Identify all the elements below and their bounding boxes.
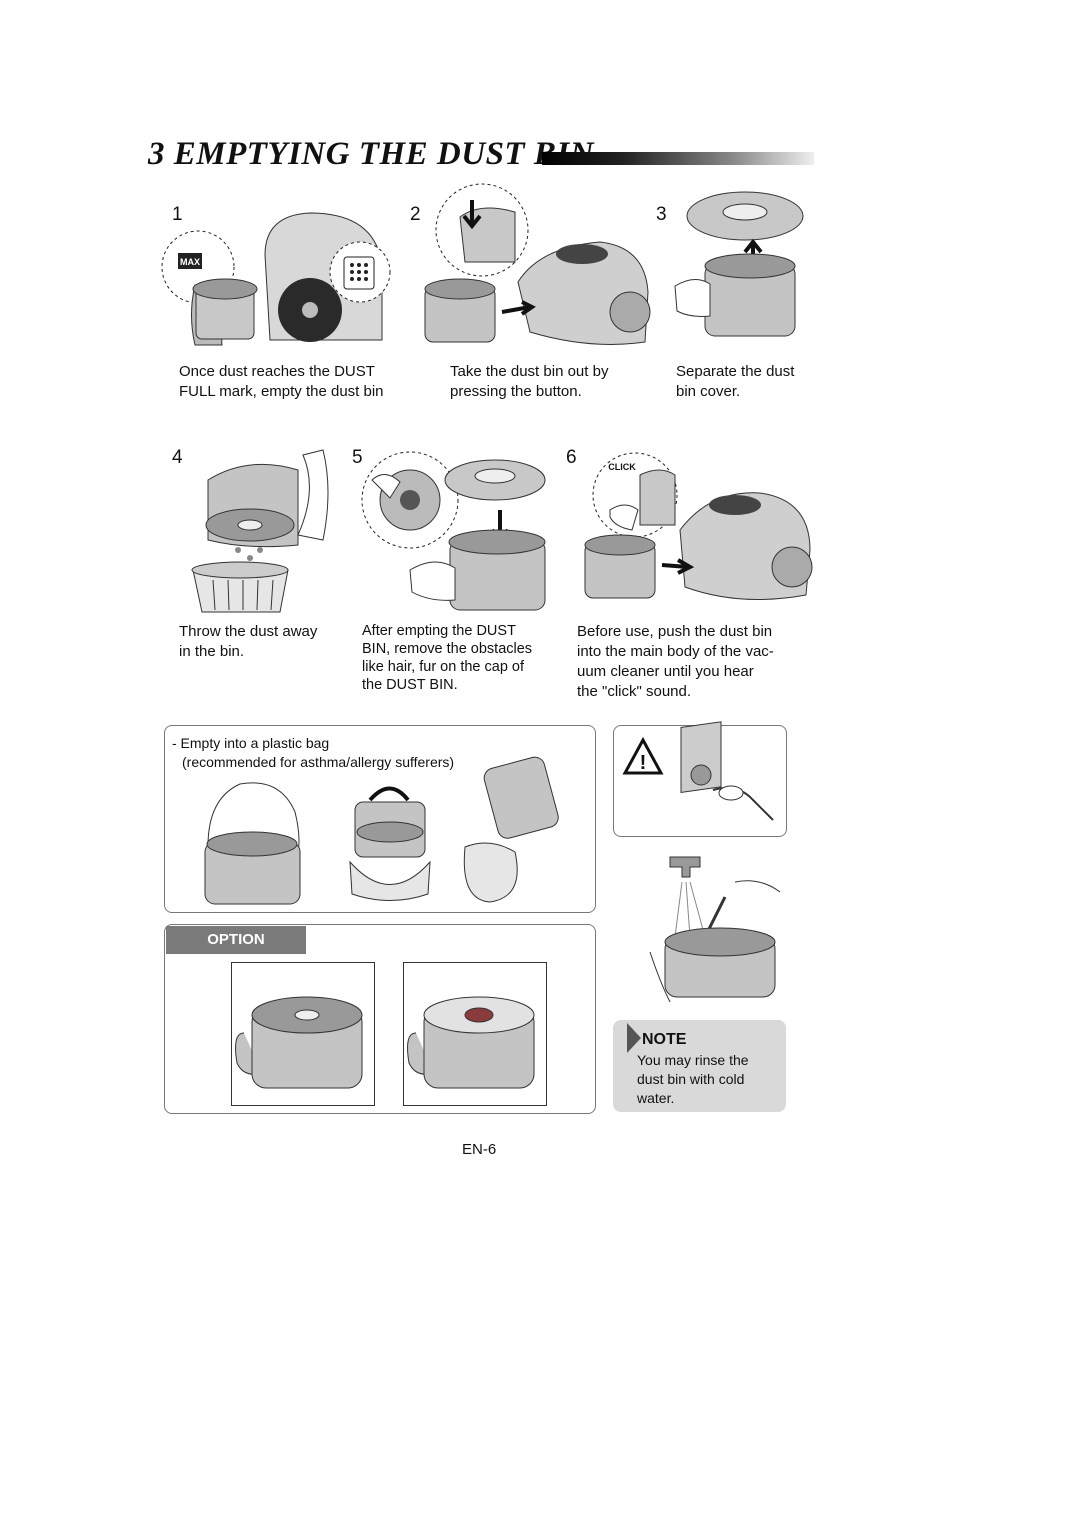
- step-5-number: 5: [352, 447, 363, 468]
- step-6-caption: Before use, push the dust bin into the m…: [577, 623, 774, 700]
- step-3-caption: Separate the dust bin cover.: [676, 363, 795, 400]
- plastic-bag-instructions: - Empty into a plastic bag (recommended …: [172, 734, 454, 772]
- step-2-caption: Take the dust bin out by pressing the bu…: [450, 363, 609, 400]
- option-image-right: [403, 962, 547, 1106]
- step-6-number: 6: [566, 447, 577, 468]
- step-5-illustration: [361, 451, 546, 611]
- option-image-left: [231, 962, 375, 1106]
- step-4-illustration: [191, 449, 329, 613]
- title-gradient-bar: [542, 152, 814, 165]
- plastic-bag-line-2: (recommended for asthma/allergy sufferer…: [182, 754, 455, 770]
- section-title: EMPTYING THE DUST BIN: [173, 136, 595, 172]
- page-number: EN-6: [462, 1141, 497, 1158]
- dust-bin-icon: [235, 996, 363, 1089]
- note-text: You may rinse the dust bin with cold wat…: [637, 1052, 749, 1106]
- option-tab: OPTION: [166, 926, 306, 954]
- note-box: [613, 1020, 786, 1112]
- dust-bin-filter-icon: [407, 996, 535, 1089]
- note-arrow-icon: [627, 1023, 641, 1053]
- step-6-illustration: CLICK: [584, 452, 813, 600]
- svg-text:!: !: [640, 752, 647, 774]
- plastic-bag-line-1: - Empty into a plastic bag: [172, 735, 330, 751]
- unplug-illustration: !: [622, 721, 774, 821]
- step-1-illustration: MAX: [161, 212, 391, 346]
- step-3-number: 3: [656, 204, 667, 225]
- warning-icon: [622, 736, 664, 775]
- click-label: CLICK: [608, 462, 636, 472]
- step-1-caption: Once dust reaches the DUST FULL mark, em…: [179, 363, 384, 400]
- step-2-number: 2: [410, 204, 421, 225]
- plastic-bag-illustration: [204, 756, 559, 905]
- step-1-number: 1: [172, 204, 183, 225]
- step-4-number: 4: [172, 447, 183, 468]
- note-title: NOTE: [642, 1031, 687, 1048]
- step-3-illustration: [674, 191, 804, 337]
- page-title: 3 EMPTYING THE DUST BIN: [148, 136, 594, 173]
- section-number: 3: [148, 136, 165, 172]
- step-4-caption: Throw the dust away in the bin.: [179, 623, 318, 660]
- step-2-illustration: [424, 183, 651, 345]
- rinse-illustration: [649, 856, 781, 1003]
- step-5-caption: After empting the DUST BIN, remove the o…: [362, 623, 533, 693]
- max-badge: MAX: [180, 257, 200, 267]
